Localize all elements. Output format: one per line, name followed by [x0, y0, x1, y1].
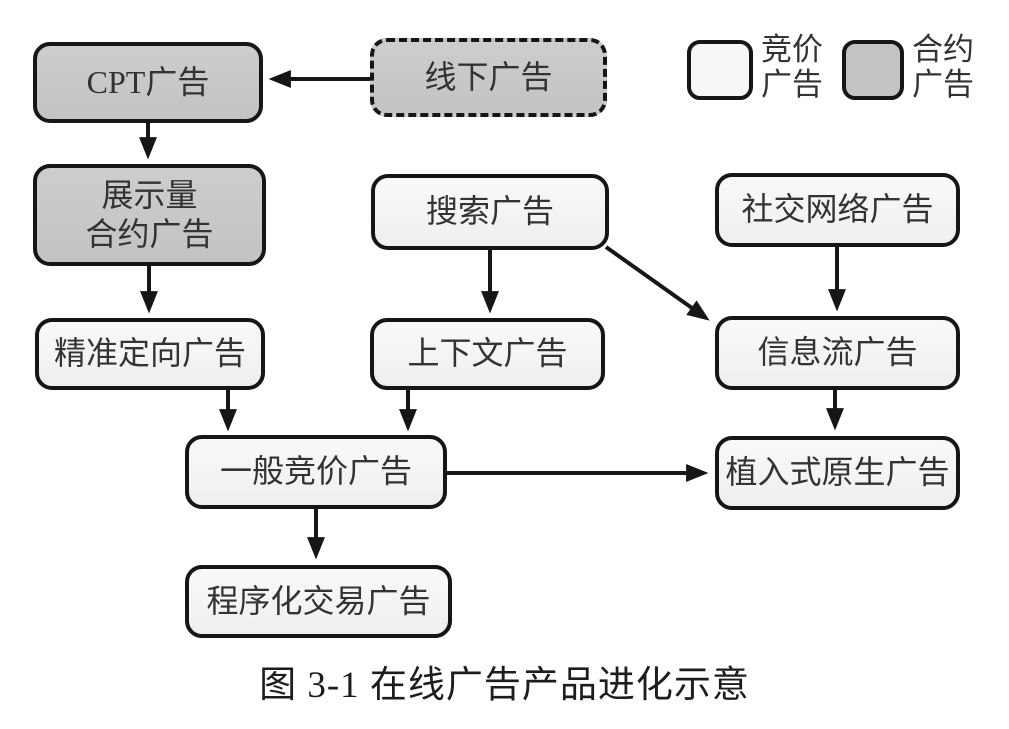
- node-targeted-ad-label: 精准定向广告: [53, 335, 246, 372]
- node-cpt-ad-label: CPT广告: [86, 63, 210, 100]
- node-programmatic-ad: 程序化交易广告: [185, 565, 452, 638]
- node-feed-ad-label: 信息流广告: [757, 334, 918, 371]
- node-display-contract-ad-label: 展示量 合约广告: [85, 176, 214, 252]
- node-search-ad: 搜索广告: [371, 174, 609, 250]
- node-social-network-ad-label: 社交网络广告: [741, 191, 934, 228]
- node-targeted-ad: 精准定向广告: [35, 318, 265, 390]
- legend-contract-swatch: [842, 40, 904, 100]
- edge-search-to-feed: [604, 245, 710, 321]
- node-native-ad-label: 植入式原生广告: [725, 454, 950, 491]
- figure-caption: 图 3-1 在线广告产品进化示意: [259, 665, 750, 706]
- legend-contract-label: 合约 广告: [912, 32, 974, 102]
- node-general-auction-ad-label: 一般竞价广告: [219, 453, 412, 490]
- node-native-ad: 植入式原生广告: [715, 436, 960, 510]
- node-offline-ad: 线下广告: [370, 38, 607, 117]
- node-display-contract-ad: 展示量 合约广告: [33, 164, 266, 266]
- node-social-network-ad: 社交网络广告: [715, 173, 960, 247]
- node-general-auction-ad: 一般竞价广告: [185, 435, 447, 509]
- node-feed-ad: 信息流广告: [715, 316, 960, 390]
- legend-auction-swatch: [687, 40, 753, 100]
- node-programmatic-ad-label: 程序化交易广告: [206, 582, 431, 619]
- node-contextual-ad: 上下文广告: [370, 318, 605, 390]
- node-contextual-ad-label: 上下文广告: [407, 335, 568, 372]
- node-offline-ad-label: 线下广告: [424, 58, 553, 95]
- node-search-ad-label: 搜索广告: [425, 193, 554, 230]
- legend-auction-label: 竞价 广告: [761, 32, 823, 102]
- node-cpt-ad: CPT广告: [33, 42, 263, 123]
